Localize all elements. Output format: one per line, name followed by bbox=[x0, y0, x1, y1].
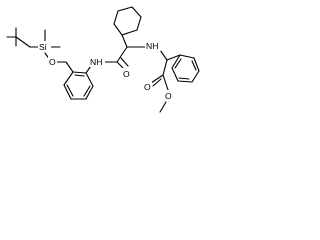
amide-nh-atom: NH bbox=[90, 57, 102, 67]
amide-nh-label-bg bbox=[89, 56, 105, 67]
amide-carbonyl-oxygen-atom: O bbox=[123, 69, 130, 79]
ester-carbonyl-oxygen-atom: O bbox=[144, 82, 151, 92]
o-silyl-label-bg bbox=[48, 56, 57, 67]
silicon-atom: Si bbox=[39, 42, 47, 52]
amine-nh-atom: NH bbox=[146, 41, 158, 51]
amide-o-label-bg bbox=[122, 68, 131, 79]
molecule-structure: Si O NH NH O O O bbox=[6, 6, 200, 113]
bond-lines bbox=[6, 6, 200, 113]
atom-labels: Si O NH NH O O O bbox=[38, 40, 173, 101]
ester-methoxy-o-label-bg bbox=[164, 90, 173, 101]
amine-nh-label-bg bbox=[145, 40, 161, 51]
ester-methoxy-oxygen-atom: O bbox=[165, 91, 172, 101]
si-label-bg bbox=[38, 41, 51, 52]
ester-carbonyl-o-label-bg bbox=[143, 81, 152, 92]
silyl-ether-oxygen-atom: O bbox=[49, 57, 56, 67]
